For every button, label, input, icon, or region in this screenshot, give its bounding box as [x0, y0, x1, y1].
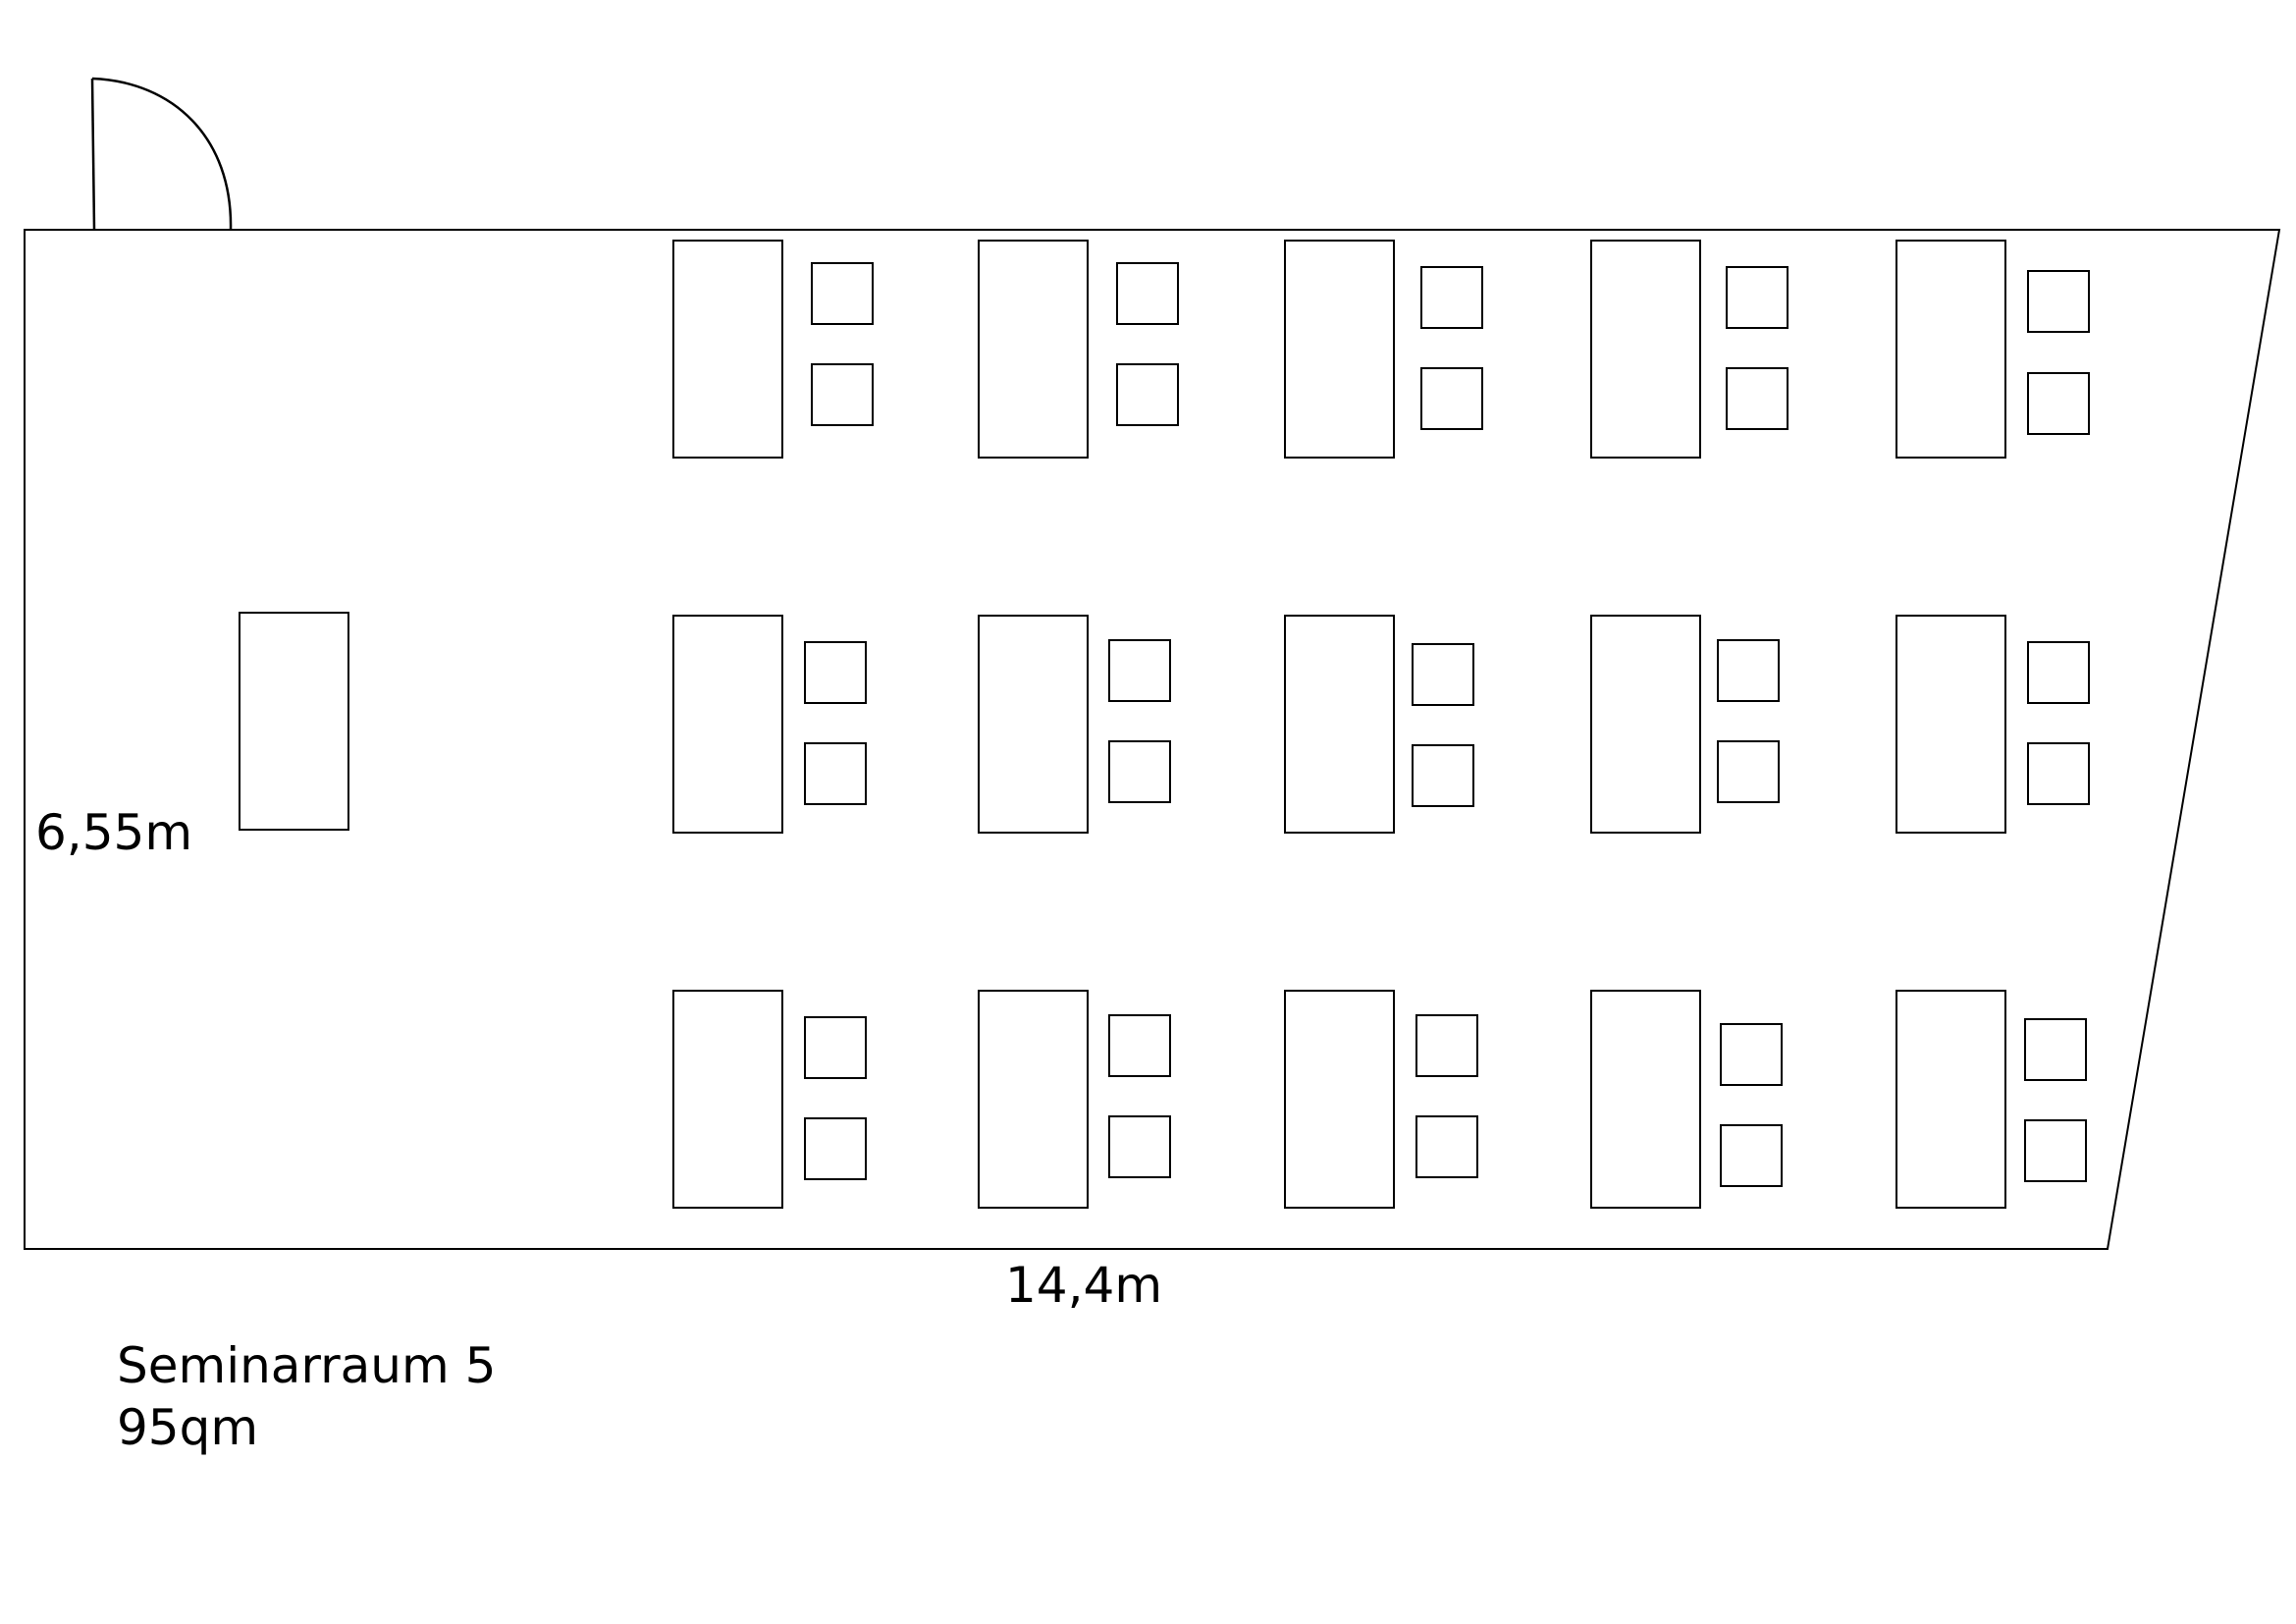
desk-group [1590, 240, 1789, 459]
desk-group [672, 240, 874, 459]
student-desk[interactable] [672, 615, 783, 834]
chair[interactable] [811, 363, 874, 426]
chair[interactable] [1108, 740, 1171, 803]
room-width-dimension: 6,55m [35, 804, 193, 861]
desk-group [1896, 990, 2087, 1209]
chair[interactable] [804, 742, 867, 805]
student-desk[interactable] [978, 240, 1089, 459]
chair[interactable] [1108, 639, 1171, 702]
room-name: Seminarraum 5 [117, 1337, 497, 1394]
chair[interactable] [2024, 1119, 2087, 1182]
desk-group [1284, 615, 1474, 834]
chair[interactable] [1116, 363, 1179, 426]
door[interactable] [90, 77, 233, 231]
desk-group [1590, 990, 1783, 1209]
student-desk[interactable] [1284, 990, 1395, 1209]
door-swing-arc [91, 77, 233, 231]
chair[interactable] [1412, 643, 1474, 706]
room-length-dimension: 14,4m [1005, 1257, 1163, 1314]
chair[interactable] [811, 262, 874, 325]
student-desk[interactable] [672, 240, 783, 459]
desk-group [1590, 615, 1780, 834]
chair[interactable] [1108, 1115, 1171, 1178]
chair[interactable] [2027, 742, 2090, 805]
desk-group [1896, 615, 2090, 834]
student-desk[interactable] [672, 990, 783, 1209]
desk-group [672, 990, 867, 1209]
chair[interactable] [1717, 639, 1780, 702]
room-area: 95qm [117, 1399, 259, 1456]
chair[interactable] [804, 1016, 867, 1079]
chair[interactable] [1720, 1124, 1783, 1187]
student-desk[interactable] [1284, 615, 1395, 834]
chair[interactable] [1108, 1014, 1171, 1077]
student-desk[interactable] [1284, 240, 1395, 459]
student-desk[interactable] [1896, 615, 2006, 834]
chair[interactable] [1420, 266, 1483, 329]
desk-group [672, 615, 867, 834]
room-outline [24, 229, 2281, 1250]
student-desk[interactable] [1590, 240, 1701, 459]
chair[interactable] [1420, 367, 1483, 430]
chair[interactable] [804, 641, 867, 704]
chair[interactable] [1116, 262, 1179, 325]
chair[interactable] [2024, 1018, 2087, 1081]
desk-group [978, 615, 1171, 834]
student-desk[interactable] [1896, 240, 2006, 459]
student-desk[interactable] [978, 990, 1089, 1209]
chair[interactable] [1726, 367, 1789, 430]
lecturer-table[interactable] [239, 612, 349, 831]
chair[interactable] [1726, 266, 1789, 329]
chair[interactable] [1717, 740, 1780, 803]
student-desk[interactable] [1590, 615, 1701, 834]
student-desk[interactable] [978, 615, 1089, 834]
student-desk-grid [672, 240, 2090, 1209]
desk-group [1284, 240, 1483, 459]
door-leaf [90, 78, 96, 231]
chair[interactable] [2027, 372, 2090, 435]
desk-group [1896, 240, 2090, 459]
desk-group [978, 990, 1171, 1209]
chair[interactable] [1415, 1115, 1478, 1178]
chair[interactable] [2027, 270, 2090, 333]
chair[interactable] [1720, 1023, 1783, 1086]
chair[interactable] [804, 1117, 867, 1180]
chair[interactable] [1415, 1014, 1478, 1077]
chair[interactable] [2027, 641, 2090, 704]
desk-group [978, 240, 1179, 459]
desk-group [1284, 990, 1478, 1209]
chair[interactable] [1412, 744, 1474, 807]
student-desk[interactable] [1590, 990, 1701, 1209]
student-desk[interactable] [1896, 990, 2006, 1209]
